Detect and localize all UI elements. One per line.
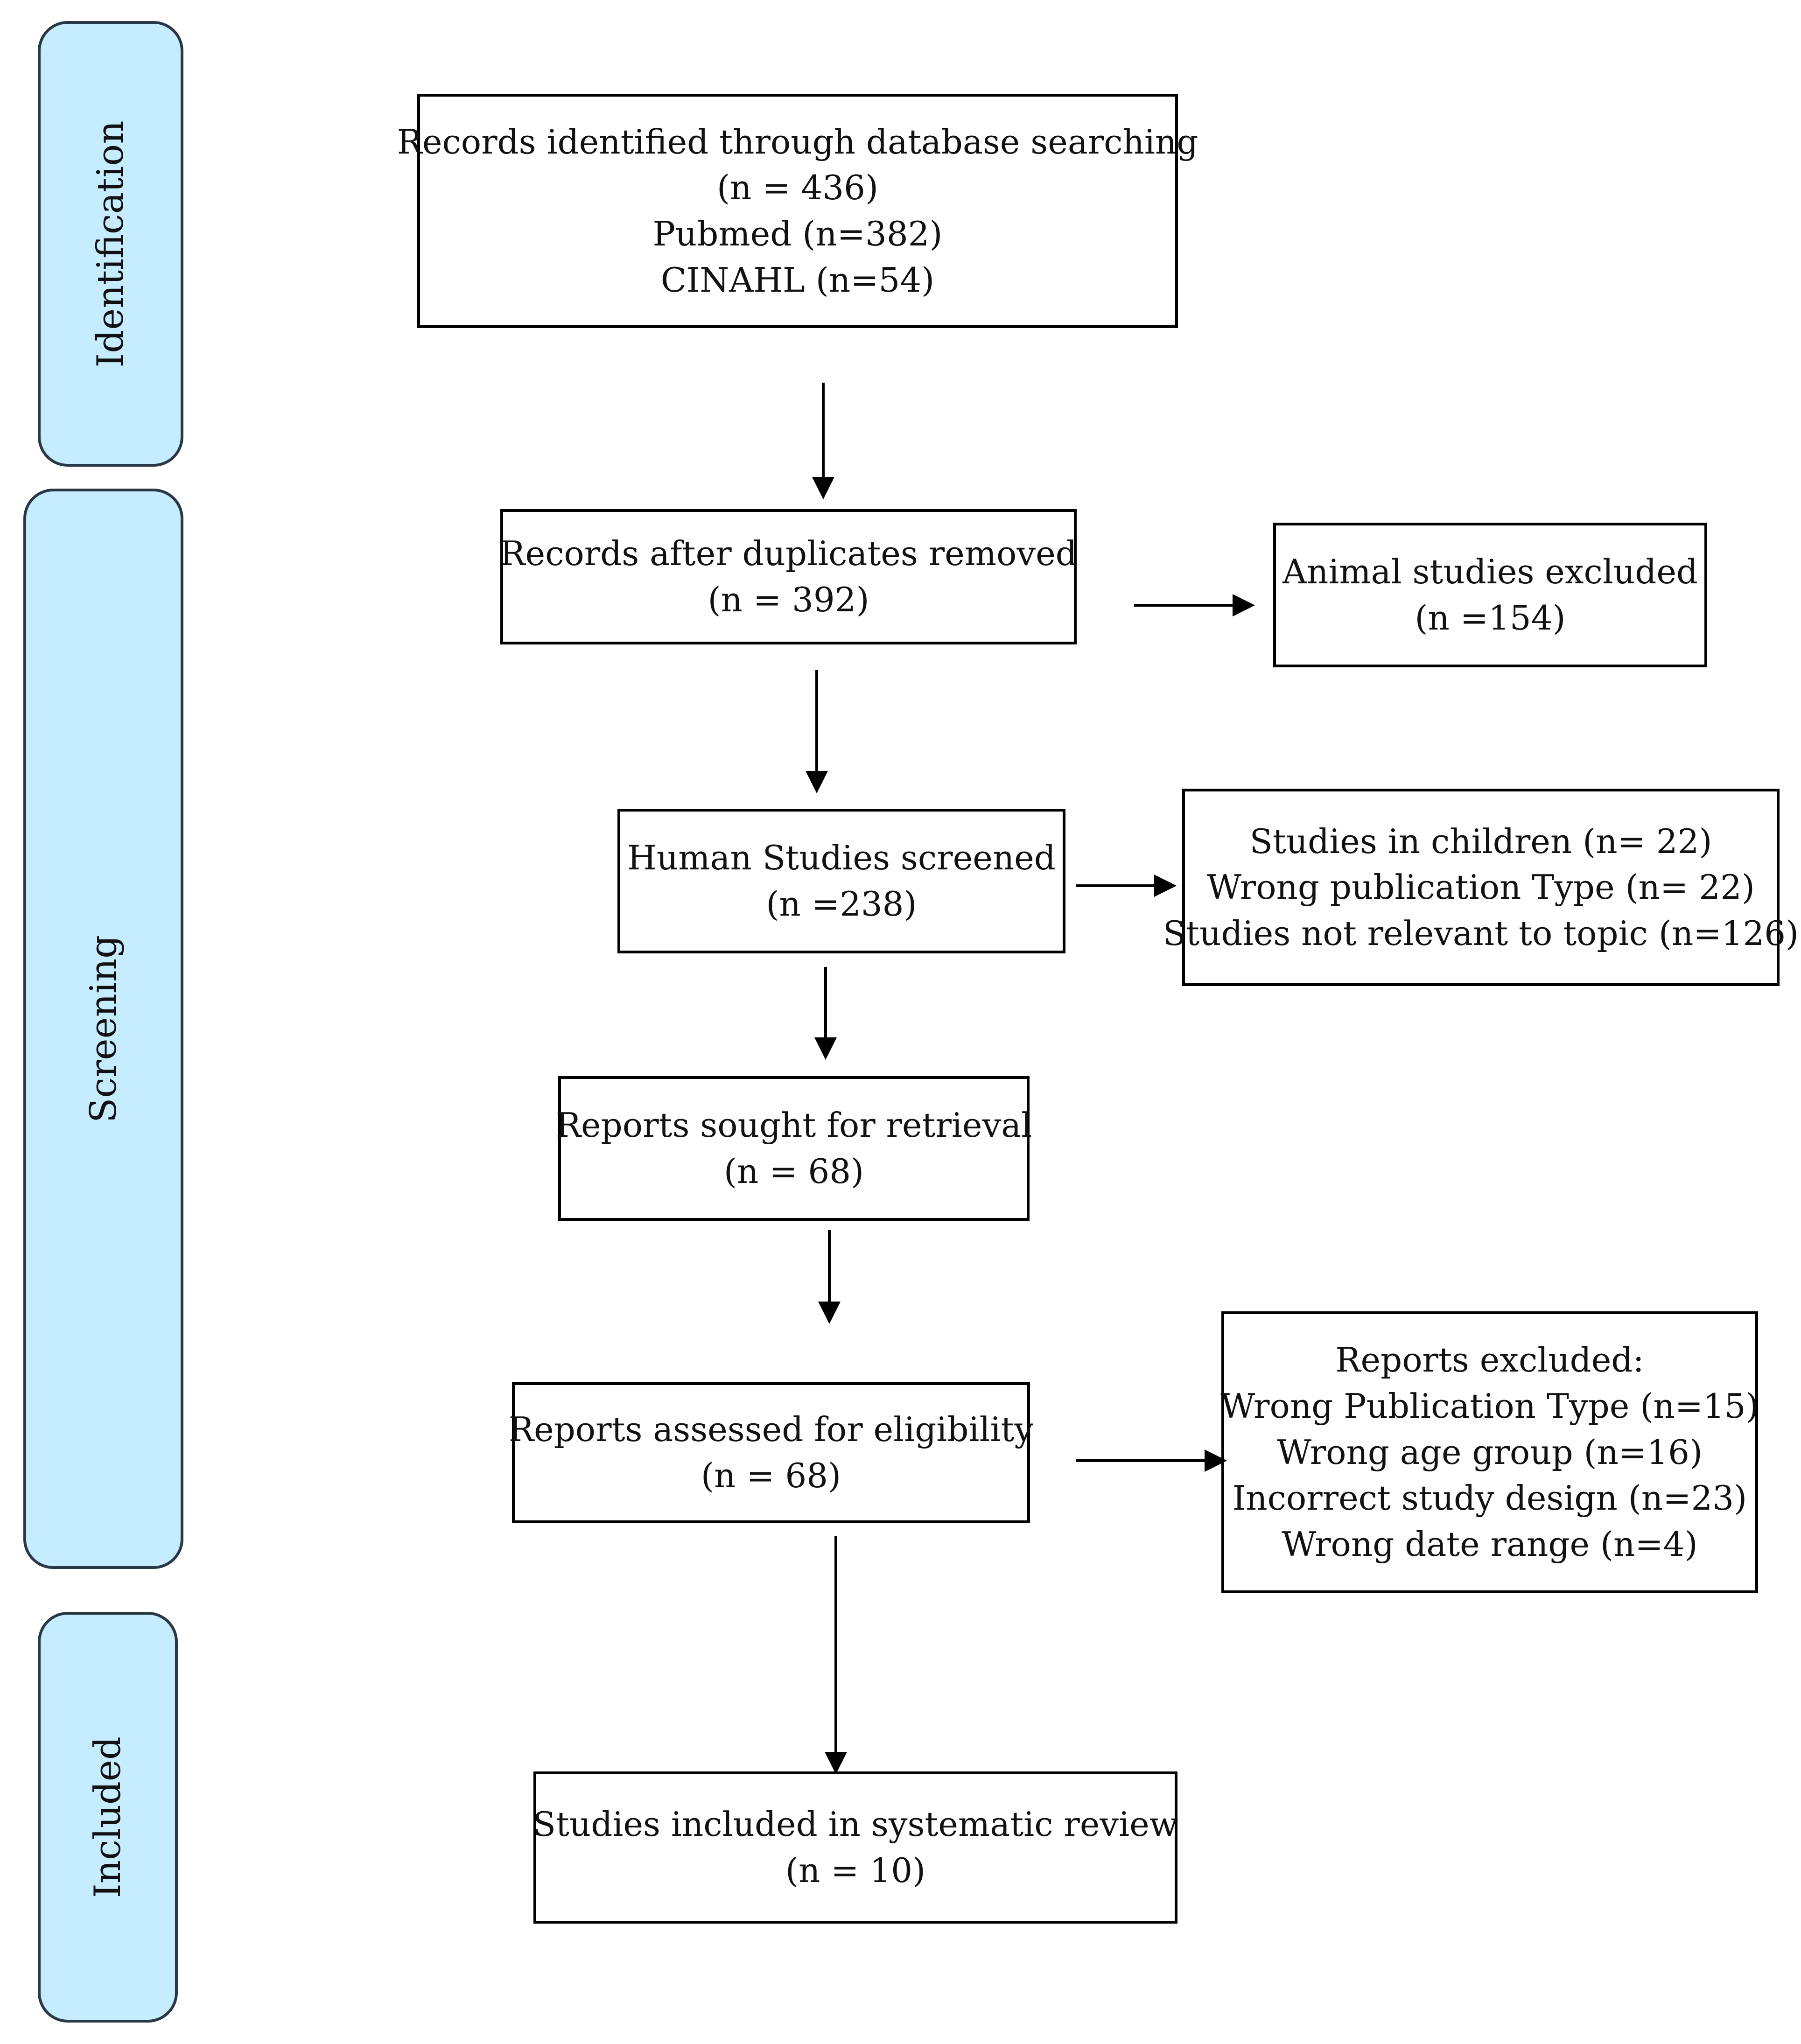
- box-line: Records identified through database sear…: [397, 122, 1198, 161]
- box-line: (n = 436): [716, 168, 879, 208]
- box-line: Pubmed (n=382): [652, 214, 943, 253]
- box-human-screened: Human Studies screened (n =238): [617, 809, 1065, 953]
- box-line: (n =238): [766, 884, 917, 924]
- phase-included: Included: [38, 1612, 178, 2023]
- box-line: Studies included in systematic review: [533, 1805, 1178, 1844]
- box-line: Studies in children (n= 22): [1249, 821, 1712, 861]
- box-line: Reports assessed for eligibility: [508, 1410, 1034, 1449]
- box-line: Wrong date range (n=4): [1282, 1524, 1698, 1564]
- box-records-identified: Records identified through database sear…: [397, 94, 1198, 328]
- phase-identification: Identification: [38, 21, 183, 467]
- box-line: Reports excluded:: [1335, 1340, 1644, 1380]
- box-line: (n = 68): [723, 1152, 864, 1191]
- phase-screening: Screening: [23, 489, 183, 1569]
- box-line: Studies not relevant to topic (n=126): [1163, 913, 1799, 953]
- box-line: (n =154): [1415, 598, 1566, 637]
- box-reports-assessed: Reports assessed for eligibility (n = 68…: [508, 1382, 1034, 1523]
- box-line: Wrong publication Type (n= 22): [1207, 868, 1755, 907]
- box-studies-included: Studies included in systematic review (n…: [533, 1771, 1178, 1924]
- box-after-duplicates: Records after duplicates removed (n = 39…: [500, 509, 1077, 644]
- box-line: CINAHL (n=54): [660, 260, 935, 300]
- box-screening-excluded: Studies in children (n= 22) Wrong public…: [1163, 789, 1799, 986]
- box-line: Records after duplicates removed: [500, 534, 1077, 574]
- box-line: (n = 392): [708, 580, 869, 619]
- box-animal-excluded: Animal studies excluded (n =154): [1273, 523, 1707, 667]
- box-reports-excluded: Reports excluded: Wrong Publication Type…: [1220, 1311, 1759, 1593]
- box-line: (n = 10): [785, 1851, 926, 1890]
- box-line: Human Studies screened: [627, 838, 1056, 878]
- box-line: Wrong Publication Type (n=15): [1220, 1386, 1759, 1426]
- box-reports-sought: Reports sought for retrieval (n = 68): [555, 1076, 1032, 1221]
- box-line: Animal studies excluded: [1282, 552, 1698, 592]
- box-line: Incorrect study design (n=23): [1232, 1478, 1747, 1518]
- box-line: Wrong age group (n=16): [1276, 1432, 1703, 1472]
- box-line: Reports sought for retrieval: [555, 1106, 1032, 1145]
- box-line: (n = 68): [701, 1456, 841, 1495]
